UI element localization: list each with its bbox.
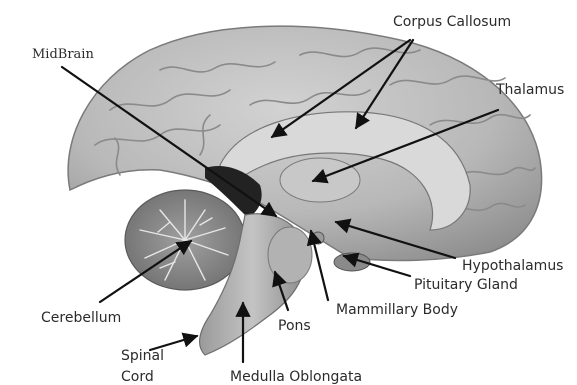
label-pituitary-gland: Pituitary Gland xyxy=(414,277,518,293)
cerebellum-shape xyxy=(125,190,245,290)
label-corpus-callosum: Corpus Callosum xyxy=(393,14,511,30)
label-pons: Pons xyxy=(278,318,311,334)
label-cerebellum: Cerebellum xyxy=(41,310,121,326)
label-mammillary-body: Mammillary Body xyxy=(336,302,458,318)
label-cord: Cord xyxy=(121,369,154,385)
label-hypothalamus: Hypothalamus xyxy=(462,258,563,274)
label-medulla-oblongata: Medulla Oblongata xyxy=(230,369,362,385)
label-midbrain: MidBrain xyxy=(32,47,94,62)
label-thalamus: Thalamus xyxy=(495,82,564,98)
label-spinal: Spinal xyxy=(121,348,164,364)
